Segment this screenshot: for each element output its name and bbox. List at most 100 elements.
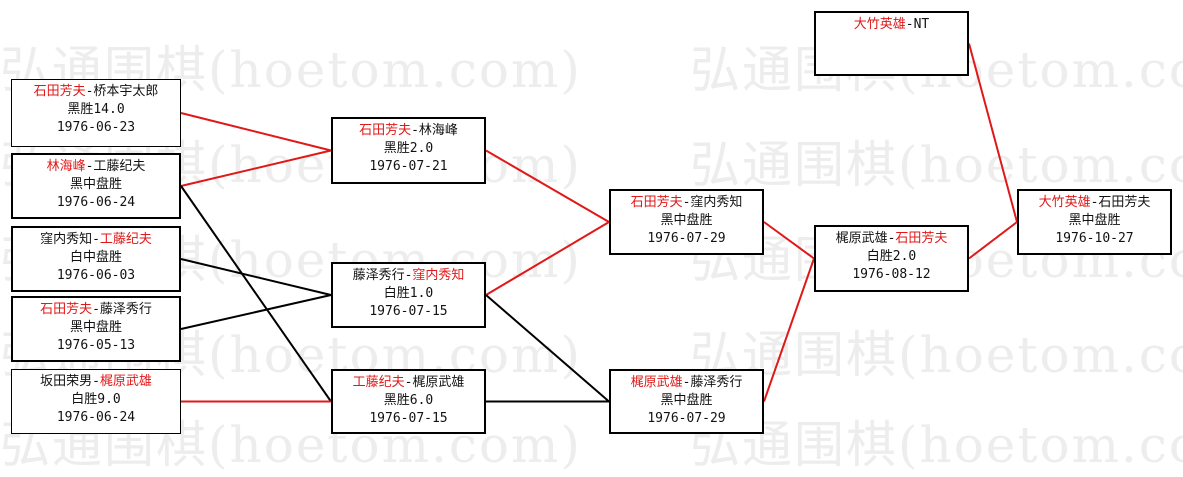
game-players: 大竹英雄-NT	[816, 16, 967, 34]
player-white[interactable]: 石田芳夫	[1098, 195, 1151, 210]
game-result: 黑中盘胜	[69, 177, 122, 192]
players-separator: -	[411, 123, 419, 138]
game-date: 1976-08-12	[852, 267, 931, 282]
players-separator: -	[92, 302, 100, 317]
player-black[interactable]: 石田芳夫	[33, 84, 86, 99]
game-box-g10[interactable]: 梶原武雄-藤泽秀行黑中盘胜 1976-07-29	[609, 369, 764, 434]
player-black[interactable]: 窪内秀知	[40, 232, 93, 247]
player-black[interactable]: 梶原武雄	[630, 375, 683, 390]
game-date: 1976-06-24	[56, 410, 136, 425]
player-white[interactable]: 桥本宇太郎	[93, 84, 159, 99]
game-players: 大竹英雄-石田芳夫	[1019, 194, 1170, 212]
player-white[interactable]: 窪内秀知	[412, 268, 465, 283]
game-result: 黑中盘胜	[660, 213, 713, 228]
game-result: 白胜1.0	[383, 286, 434, 301]
game-players: 石田芳夫-藤泽秀行	[13, 301, 179, 319]
bracket-link-g7-g10	[485, 294, 610, 403]
game-date: 1976-10-27	[1055, 231, 1134, 246]
game-box-g12[interactable]: 大竹英雄-NT	[814, 11, 969, 76]
players-separator: -	[887, 231, 896, 246]
game-date: 1976-05-13	[56, 338, 136, 353]
game-players: 石田芳夫-桥本宇太郎	[12, 83, 180, 101]
game-players: 石田芳夫-林海峰	[333, 122, 484, 140]
game-date: 1976-06-23	[56, 120, 136, 135]
player-white[interactable]: NT	[913, 17, 930, 32]
player-white[interactable]: 梶原武雄	[99, 374, 152, 389]
game-date: 1976-06-24	[56, 195, 136, 210]
player-black[interactable]: 石田芳夫	[40, 302, 93, 317]
players-separator: -	[1090, 195, 1099, 210]
game-result: 白中盘胜	[69, 250, 122, 265]
game-result: 黑中盘胜	[69, 320, 122, 335]
game-result: 黑胜2.0	[383, 141, 434, 156]
player-white[interactable]: 藤泽秀行	[690, 375, 743, 390]
player-white[interactable]: 工藤纪夫	[93, 159, 146, 174]
game-result: 白胜2.0	[866, 249, 917, 264]
game-players: 窪内秀知-工藤纪夫	[13, 231, 179, 249]
bracket-link-g11-g13	[968, 221, 1018, 260]
bracket-link-g2-g6	[180, 149, 332, 187]
player-black[interactable]: 大竹英雄	[853, 17, 906, 32]
game-players: 工藤纪夫-梶原武雄	[333, 374, 484, 392]
players-separator: -	[404, 375, 413, 390]
player-black[interactable]: 梶原武雄	[835, 231, 888, 246]
player-white[interactable]: 工藤纪夫	[99, 232, 152, 247]
game-result: 黑胜14.0	[67, 102, 125, 117]
game-players: 梶原武雄-石田芳夫	[816, 230, 967, 248]
game-result: 黑中盘胜	[1068, 213, 1121, 228]
player-black[interactable]: 藤泽秀行	[352, 268, 405, 283]
bracket-link-g7-g9	[485, 221, 610, 296]
player-black[interactable]: 石田芳夫	[359, 123, 412, 138]
game-date: 1976-07-21	[369, 159, 448, 174]
players-separator: -	[85, 159, 94, 174]
player-white[interactable]: 窪内秀知	[690, 195, 743, 210]
player-white[interactable]: 梶原武雄	[412, 375, 465, 390]
player-black[interactable]: 大竹英雄	[1038, 195, 1091, 210]
game-players: 梶原武雄-藤泽秀行	[611, 374, 762, 392]
bracket-link-g3-g7	[180, 258, 332, 296]
player-white[interactable]: 藤泽秀行	[99, 302, 152, 317]
game-players: 林海峰-工藤纪夫	[13, 158, 179, 176]
game-date: 1976-06-03	[56, 268, 136, 283]
player-black[interactable]: 工藤纪夫	[352, 375, 405, 390]
game-result: 白胜9.0	[71, 392, 121, 407]
game-date: 1976-07-29	[647, 231, 726, 246]
bracket-link-g10-g11	[763, 258, 815, 402]
players-separator: -	[404, 268, 413, 283]
bracket-link-g2-g8	[180, 185, 332, 403]
players-separator: -	[92, 232, 100, 247]
bracket-links	[180, 43, 1018, 403]
game-players: 坂田荣男-梶原武雄	[12, 373, 180, 391]
game-date: 1976-07-15	[369, 304, 448, 319]
bracket-link-g6-g9	[485, 149, 610, 223]
player-white[interactable]: 林海峰	[418, 123, 458, 138]
game-players: 石田芳夫-窪内秀知	[611, 194, 762, 212]
game-date: 1976-07-15	[369, 411, 448, 426]
players-separator: -	[905, 17, 914, 32]
player-black[interactable]: 石田芳夫	[630, 195, 683, 210]
game-result: 黑中盘胜	[660, 393, 713, 408]
game-date: 1976-07-29	[647, 411, 726, 426]
player-black[interactable]: 坂田荣男	[40, 374, 93, 389]
bracket-link-g9-g11	[763, 221, 815, 260]
bracket-link-g1-g6	[180, 112, 332, 152]
players-separator: -	[85, 84, 94, 99]
players-separator: -	[92, 374, 100, 389]
player-black[interactable]: 林海峰	[46, 159, 86, 174]
players-separator: -	[682, 195, 691, 210]
game-result: 黑胜6.0	[383, 393, 434, 408]
player-white[interactable]: 石田芳夫	[895, 231, 948, 246]
game-players: 藤泽秀行-窪内秀知	[333, 267, 484, 285]
bracket-link-g4-g7	[180, 294, 332, 330]
